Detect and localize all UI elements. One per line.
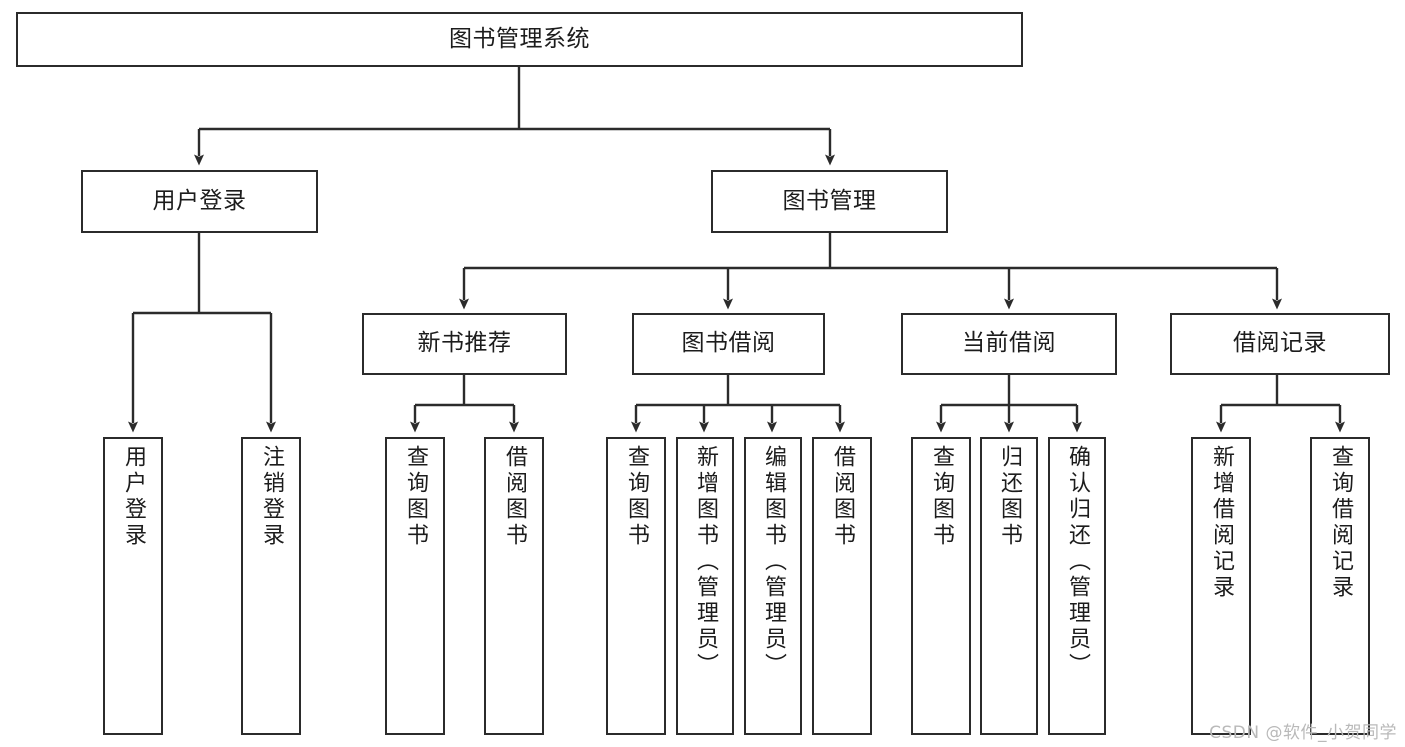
- node-label: 用户登录: [121, 445, 146, 549]
- leaf-query-borrow-record[interactable]: 查询借阅记录: [1310, 437, 1370, 735]
- leaf-add-borrow-record[interactable]: 新增借阅记录: [1191, 437, 1251, 735]
- leaf-query-book-borrow[interactable]: 查询图书: [606, 437, 666, 735]
- leaf-borrow-book[interactable]: 借阅图书: [812, 437, 872, 735]
- leaf-confirm-return-admin[interactable]: 确认归还（管理员）: [1048, 437, 1106, 735]
- leaf-logout-login[interactable]: 注销登录: [241, 437, 301, 735]
- node-label: 确认归还（管理员）: [1065, 445, 1090, 679]
- node-borrow-record[interactable]: 借阅记录: [1170, 313, 1390, 375]
- leaf-borrow-book-recommend[interactable]: 借阅图书: [484, 437, 544, 735]
- node-new-book-recommend[interactable]: 新书推荐: [362, 313, 567, 375]
- leaf-add-book-admin[interactable]: 新增图书（管理员）: [676, 437, 734, 735]
- leaf-return-book[interactable]: 归还图书: [980, 437, 1038, 735]
- node-book-borrow[interactable]: 图书借阅: [632, 313, 825, 375]
- node-label: 图书管理系统: [449, 25, 590, 52]
- node-label: 用户登录: [152, 187, 247, 214]
- node-label: 查询图书: [624, 445, 649, 549]
- node-label: 新书推荐: [417, 330, 512, 357]
- node-label: 图书借阅: [681, 330, 776, 357]
- node-label: 新增借阅记录: [1209, 445, 1234, 601]
- leaf-user-login[interactable]: 用户登录: [103, 437, 163, 735]
- leaf-query-book-recommend[interactable]: 查询图书: [385, 437, 445, 735]
- node-current-borrow[interactable]: 当前借阅: [901, 313, 1117, 375]
- node-label: 查询图书: [403, 445, 428, 549]
- node-user-login[interactable]: 用户登录: [81, 170, 318, 233]
- node-label: 注销登录: [259, 445, 284, 549]
- node-root-system[interactable]: 图书管理系统: [16, 12, 1023, 67]
- node-label: 查询图书: [929, 445, 954, 549]
- node-label: 查询借阅记录: [1328, 445, 1353, 601]
- node-book-manage[interactable]: 图书管理: [711, 170, 948, 233]
- node-label: 新增图书（管理员）: [693, 445, 718, 679]
- leaf-edit-book-admin[interactable]: 编辑图书（管理员）: [744, 437, 802, 735]
- leaf-query-book-current[interactable]: 查询图书: [911, 437, 971, 735]
- node-label: 借阅图书: [830, 445, 855, 549]
- node-label: 当前借阅: [962, 330, 1056, 357]
- node-label: 借阅图书: [502, 445, 527, 549]
- csdn-watermark: CSDN @软件_小贺同学: [1209, 723, 1397, 743]
- node-label: 归还图书: [997, 445, 1022, 549]
- node-label: 图书管理: [782, 187, 877, 214]
- node-label: 编辑图书（管理员）: [761, 445, 786, 679]
- node-label: 借阅记录: [1233, 330, 1327, 357]
